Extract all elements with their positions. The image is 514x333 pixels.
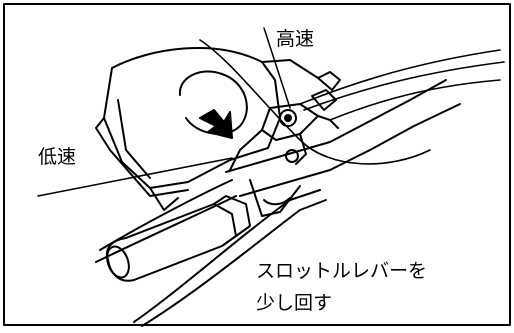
engine-housing xyxy=(95,47,281,211)
instruction-line-2: 少し回す xyxy=(256,292,333,314)
instruction-label: スロットルレバーを 少し回す xyxy=(256,255,427,319)
handle-grip xyxy=(95,179,327,327)
leader-lines xyxy=(37,27,291,197)
rear-hardware xyxy=(261,59,341,111)
throttle-lever xyxy=(229,103,339,171)
high-speed-label: 高速 xyxy=(276,28,315,50)
instruction-line-1: スロットルレバーを xyxy=(256,260,428,282)
low-speed-label: 低速 xyxy=(38,146,77,168)
diagram-frame xyxy=(3,3,511,326)
throttle-cables xyxy=(199,39,505,165)
